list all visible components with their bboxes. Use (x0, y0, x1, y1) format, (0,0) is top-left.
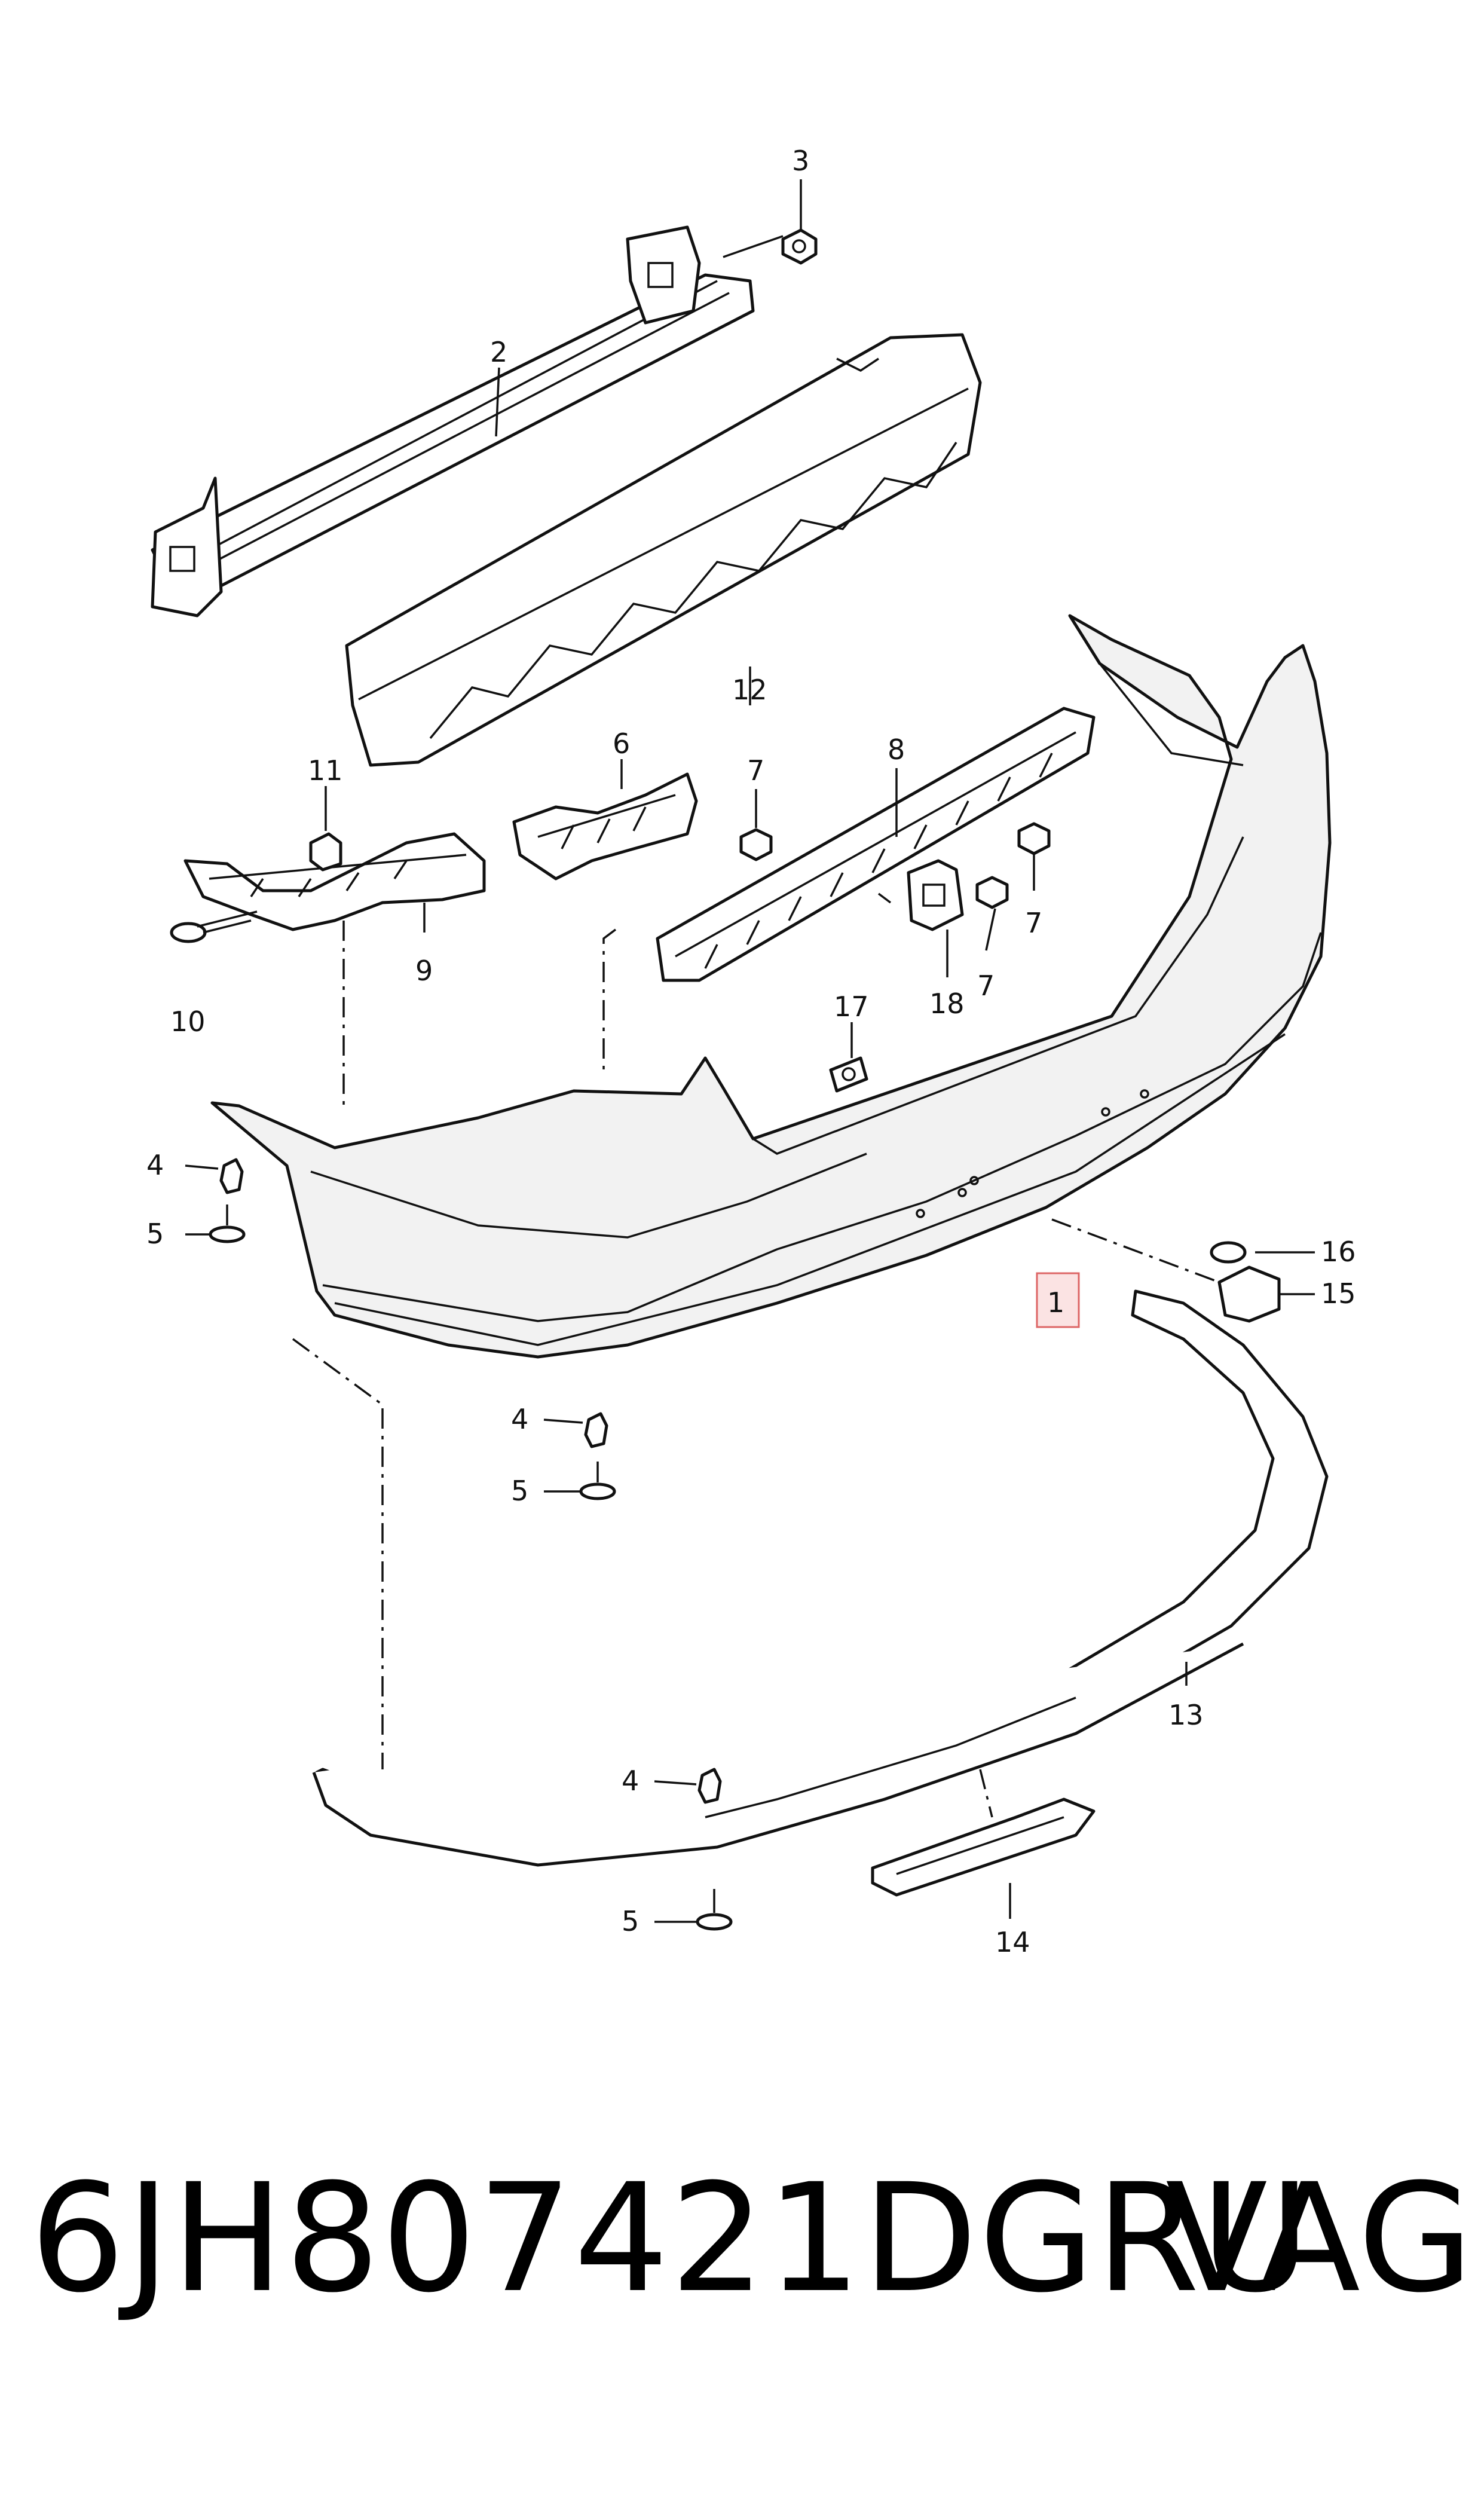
part-2-reinforcement-beam (151, 225, 755, 617)
part-9-side-bracket (183, 832, 486, 931)
callout-11: 11 (308, 754, 343, 787)
callout-5-b: 5 (511, 1475, 528, 1507)
part-3-nut (781, 228, 818, 265)
part-15-cover-cap (1217, 1265, 1281, 1323)
callout-4-c: 4 (622, 1765, 639, 1797)
callout-15: 15 (1321, 1277, 1356, 1310)
part-1-bumper-cover (210, 614, 1332, 1359)
callout-10: 10 (170, 1005, 206, 1038)
callout-3: 3 (792, 145, 809, 177)
part-17-clip (829, 1056, 868, 1093)
part-16-clip (1210, 1241, 1247, 1264)
part-14-insert-panel (871, 1797, 1096, 1897)
callout-17: 17 (834, 990, 869, 1023)
brand-text: VAG (1165, 2151, 1474, 2325)
callout-18: 18 (929, 988, 965, 1020)
callout-1: 1 (1047, 1286, 1064, 1319)
callout-9: 9 (415, 955, 433, 987)
part-number-text: 6JH807421DGRU (30, 2151, 1312, 2325)
callout-7-c: 7 (977, 970, 995, 1002)
callout-5-c: 5 (622, 1905, 639, 1937)
part-5-screws (209, 1204, 733, 1931)
callout-2: 2 (490, 336, 507, 368)
part-13-diffuser-trim (312, 1289, 1329, 1867)
callout-7-a: 7 (747, 754, 764, 787)
callout-5-a: 5 (146, 1218, 164, 1250)
callout-7-b: 7 (1025, 907, 1042, 939)
part-8-guide-rail (656, 707, 1096, 982)
callout-1-highlight (1036, 1272, 1080, 1328)
part-11-clip (309, 832, 342, 872)
part-4-clips (219, 1158, 722, 1804)
callout-14: 14 (995, 1926, 1030, 1958)
callout-4-b: 4 (511, 1403, 528, 1435)
callout-4-a: 4 (146, 1149, 164, 1181)
assembly-lines (292, 892, 1220, 1818)
part-12-energy-absorber (345, 333, 982, 767)
callout-8: 8 (888, 733, 905, 766)
part-10-screw (170, 910, 258, 943)
part-6-guide-bracket (512, 772, 698, 881)
part-18-bracket (907, 859, 964, 931)
part-7-nuts (739, 822, 1051, 909)
callout-16: 16 (1321, 1236, 1356, 1268)
callout-6: 6 (613, 727, 630, 760)
callout-12: 12 (732, 674, 767, 706)
callout-labels: 1 2 3 4 4 4 5 5 5 6 7 7 7 8 9 10 11 12 1… (146, 145, 1356, 1958)
bumper-exploded-diagram: 1 2 3 4 4 4 5 5 5 6 7 7 7 8 9 10 11 12 1… (146, 145, 1356, 1958)
leader-lines (185, 179, 1315, 1923)
callout-13: 13 (1168, 1699, 1204, 1731)
